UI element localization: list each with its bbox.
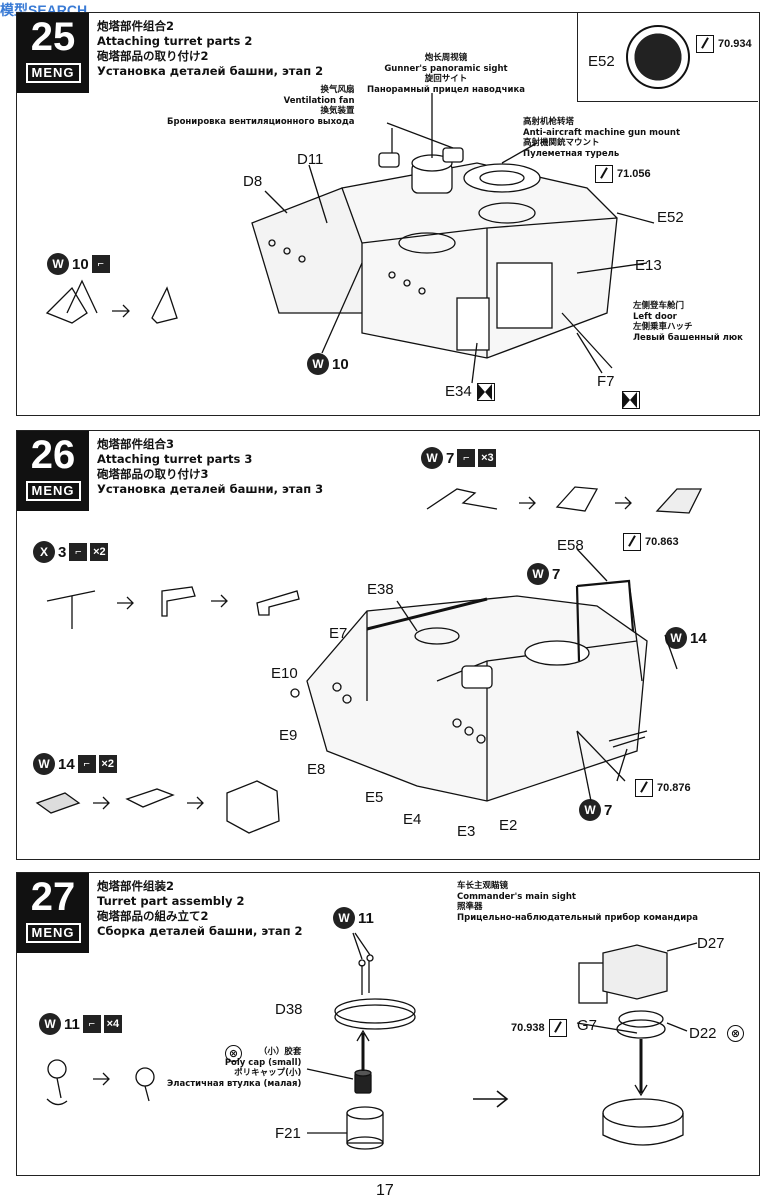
step-number: 25 (30, 15, 76, 59)
glue-badge-w10: W 10 ⌐ (47, 253, 110, 275)
label-f7: F7 (597, 373, 615, 390)
glue-badge-w7-x3: W 7 ⌐ ×3 (421, 447, 497, 469)
cut-icon (477, 383, 495, 401)
paint-callout: 70.863 (623, 533, 679, 551)
label-e52: E52 (657, 209, 684, 226)
paint-brush-icon (696, 35, 714, 53)
paint-brush-icon (635, 779, 653, 797)
brand-logo: MENG (25, 923, 81, 943)
title-ru: Установка деталей башни, этап 2 (97, 64, 324, 78)
turret-drawing-26 (35, 486, 703, 834)
label-e5: E5 (365, 789, 384, 806)
title-en: Attaching turret parts 2 (97, 34, 253, 48)
glue-badge-w11: W 11 (333, 907, 374, 929)
step-title: 炮塔部件组合2 Attaching turret parts 2 砲塔部品の取り… (97, 19, 323, 79)
glue-badge-w10-b: W 10 (307, 353, 349, 375)
paint-callout: 71.056 (595, 165, 651, 183)
brand-logo: MENG (25, 63, 81, 83)
label-g7: G7 (577, 1017, 598, 1034)
label-d22: D22 (689, 1025, 717, 1042)
label-e4: E4 (403, 811, 422, 828)
label-e2: E2 (499, 817, 518, 834)
label-e34: E34 (445, 383, 472, 400)
w-icon: W (47, 253, 69, 275)
glue-badge-w7-b: W 7 (579, 799, 612, 821)
label-f21: F21 (275, 1125, 301, 1142)
step-number-box: 26 MENG (17, 431, 89, 511)
brand-logo: MENG (25, 481, 81, 501)
glue-badge-w14: W 14 (665, 627, 707, 649)
bend-icon: ⌐ (82, 1015, 101, 1033)
label-d11: D11 (297, 151, 324, 168)
label-e13: E13 (635, 257, 662, 274)
label-e9: E9 (279, 727, 298, 744)
page-number: 17 (376, 1182, 394, 1199)
title-jp: 砲塔部品の取り付け2 (97, 49, 209, 63)
paint-brush-icon (623, 533, 641, 551)
step-number-box: 25 MENG (17, 13, 89, 93)
step-title: 炮塔部件组装2 Turret part assembly 2 砲塔部品の組み立て… (97, 879, 303, 938)
step-number-box: 27 MENG (17, 873, 89, 953)
label-e10: E10 (271, 665, 298, 682)
label-d27: D27 (697, 935, 725, 952)
label-e38: E38 (367, 581, 394, 598)
turret-drawing (45, 93, 655, 384)
step-number: 27 (30, 875, 76, 919)
label-d8: D8 (243, 173, 263, 190)
paint-callout: 70.938 (511, 1019, 567, 1037)
label-e8: E8 (307, 761, 326, 778)
label-e7: E7 (329, 625, 348, 642)
title-cn: 炮塔部件组合2 (97, 19, 175, 33)
paint-brush-icon (548, 1019, 567, 1037)
label-d38: D38 (275, 1001, 303, 1018)
glue-badge-w14-x2: W 14 ⌐ ×2 (33, 753, 117, 775)
no-glue-icon: ⊗ (225, 1045, 242, 1062)
step-27-panel: 27 MENG 炮塔部件组装2 Turret part assembly 2 砲… (16, 872, 760, 1176)
no-glue-icon: ⊗ (727, 1025, 744, 1042)
inset-e52: E52 70.934 (577, 13, 758, 102)
bend-icon: ⌐ (91, 255, 110, 273)
step-title: 炮塔部件组合3 Attaching turret parts 3 砲塔部品の取り… (97, 437, 324, 496)
assembly-drawing-27 (46, 932, 698, 1150)
paint-brush-icon (595, 165, 613, 183)
paint-callout: 70.876 (635, 779, 691, 797)
bend-icon: ⌐ (69, 543, 88, 561)
w-icon: W (307, 353, 329, 375)
glue-badge-w11-x4: W 11 ⌐ ×4 (39, 1013, 122, 1035)
glue-badge-w7: W 7 (527, 563, 560, 585)
label-e3: E3 (457, 823, 476, 840)
glue-badge-x3-x2: X 3 ⌐ ×2 (33, 541, 109, 563)
step-25-panel: 25 MENG 炮塔部件组合2 Attaching turret parts 2… (16, 12, 760, 416)
step-26-panel: 26 MENG 炮塔部件组合3 Attaching turret parts 3… (16, 430, 760, 860)
paint-callout: 70.934 (696, 35, 752, 53)
bend-icon: ⌐ (457, 449, 476, 467)
part-label: E52 (588, 53, 615, 70)
cut-icon (622, 391, 640, 409)
part-e52-disc (626, 25, 690, 89)
bend-icon: ⌐ (77, 755, 96, 773)
step-number: 26 (30, 433, 76, 477)
